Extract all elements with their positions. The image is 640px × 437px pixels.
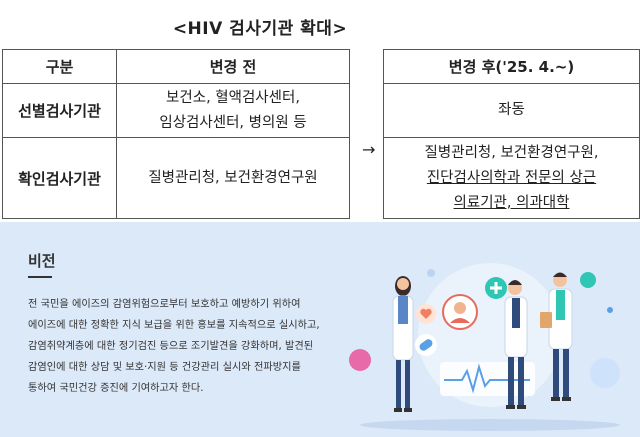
doctor-male-icon (504, 280, 528, 409)
doctor-female-icon (392, 276, 414, 412)
vision-title: 비전 (28, 252, 56, 270)
blue-bubble-icon (590, 358, 620, 388)
row-label-screening: 선별검사기관 (2, 83, 117, 138)
cell-before-confirmation: 질병관리청, 보건환경연구원 (116, 137, 350, 219)
heart-icon (416, 304, 436, 324)
cell-line: 좌동 (498, 102, 525, 118)
vision-line: 에이즈에 대한 정확한 지식 보급을 위한 홍보를 지속적으로 실시하고, (28, 320, 320, 331)
pink-bubble-icon (349, 349, 371, 371)
plus-icon (485, 277, 507, 299)
cell-line: 질병관리청, 보건환경연구원 (148, 169, 318, 186)
table-row: 확인검사기관 질병관리청, 보건환경연구원 (2, 137, 350, 219)
cell-line-underlined: 의료기관, 의과대학 (453, 194, 570, 211)
comparison-table-after: 변경 후('25. 4.~) 좌동 질병관리청, 보건환경연구원, 진단검사의학… (383, 49, 640, 219)
header-category: 구분 (2, 49, 117, 84)
cell-line-underlined: 진단검사의학과 전문의 상근 (426, 169, 597, 186)
patient-avatar-icon (442, 294, 478, 330)
cell-line: 보건소, 혈액검사센터, (166, 89, 300, 106)
dot-icon (607, 307, 613, 313)
header-after: 변경 후('25. 4.~) (383, 49, 640, 84)
teal-bubble-icon (580, 272, 596, 288)
cell-after-screening: 좌동 (383, 83, 640, 138)
vision-line: 전 국민을 에이즈의 감염위험으로부터 보호하고 예방하기 위하여 (28, 299, 301, 310)
medical-illustration (349, 263, 620, 431)
vision-text: 전 국민을 에이즈의 감염위험으로부터 보호하고 예방하기 위하여 에이즈에 대… (28, 294, 358, 399)
vision-line: 감염인에 대한 상담 및 보호·지원 등 건강관리 실시와 전파방지를 (28, 362, 301, 373)
page-title: <HIV 검사기관 확대> (172, 19, 348, 39)
vision-line: 통하여 국민건강 증진에 기여하고자 한다. (28, 383, 204, 394)
doctor-clipboard-icon (540, 272, 573, 401)
cell-line: 질병관리청, 보건환경연구원, (424, 144, 599, 161)
header-before: 변경 전 (116, 49, 350, 84)
row-label-confirmation: 확인검사기관 (2, 137, 117, 219)
vision-section: 비전 전 국민을 에이즈의 감염위험으로부터 보호하고 예방하기 위하여 에이즈… (0, 222, 640, 437)
vision-divider (28, 276, 52, 278)
table-row: 좌동 (383, 83, 640, 138)
table-row: 질병관리청, 보건환경연구원, 진단검사의학과 전문의 상근 의료기관, 의과대… (383, 137, 640, 219)
table-row: 선별검사기관 보건소, 혈액검사센터, 임상검사센터, 병의원 등 (2, 83, 350, 138)
cell-after-confirmation: 질병관리청, 보건환경연구원, 진단검사의학과 전문의 상근 의료기관, 의과대… (383, 137, 640, 219)
floor-shadow (360, 419, 620, 431)
dot-icon (427, 269, 435, 277)
cell-before-screening: 보건소, 혈액검사센터, 임상검사센터, 병의원 등 (116, 83, 350, 138)
pill-icon (415, 334, 437, 356)
cell-line: 임상검사센터, 병의원 등 (159, 114, 307, 131)
vision-line: 감염취약계층에 대한 정기검진 등으로 조기발견을 강화하며, 발견된 (28, 341, 314, 352)
comparison-table-before: 구분 변경 전 선별검사기관 보건소, 혈액검사센터, 임상검사센터, 병의원 … (2, 49, 350, 219)
arrow-icon: → (362, 140, 376, 159)
